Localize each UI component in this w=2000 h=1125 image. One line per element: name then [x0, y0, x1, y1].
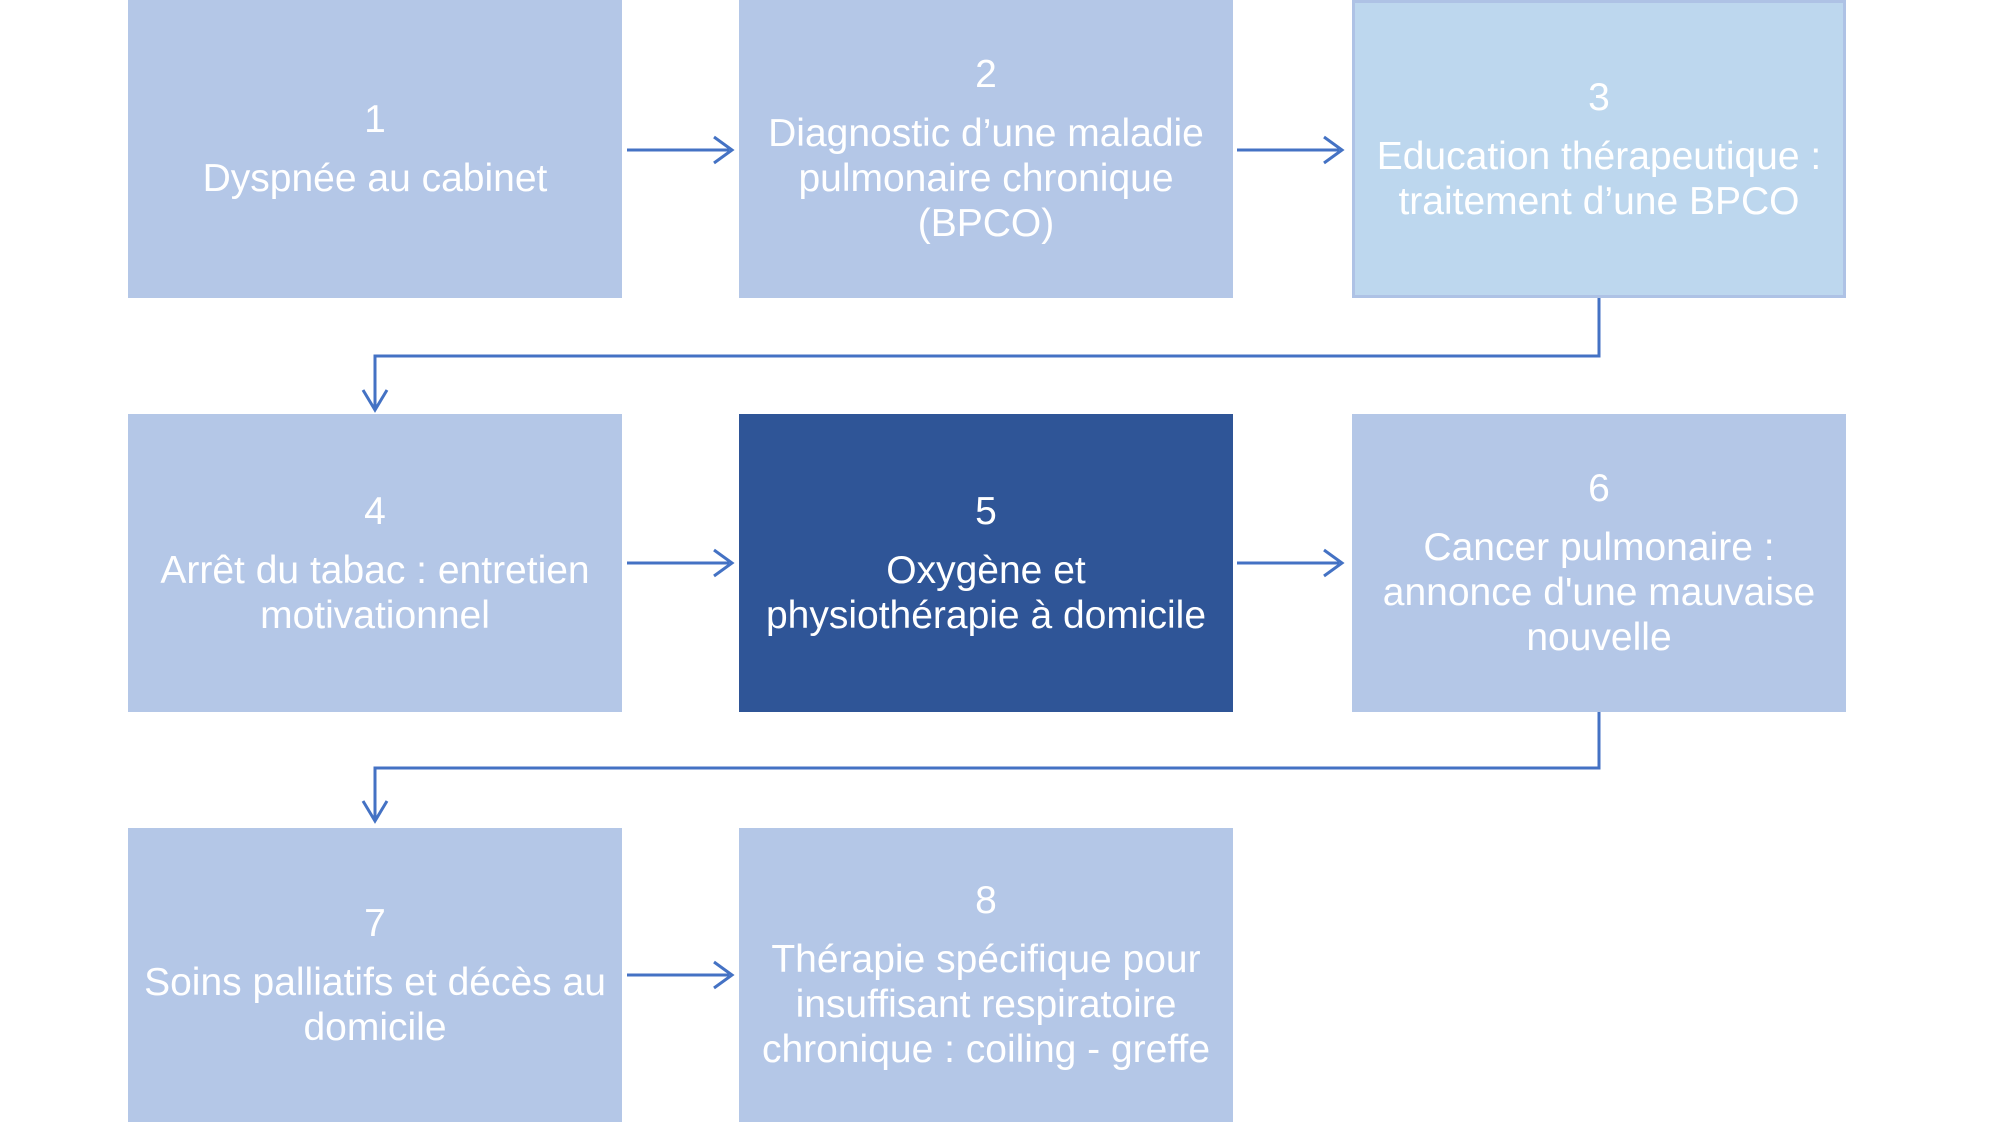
box-number: 2	[975, 53, 997, 96]
box-title: Thérapie spécifique pour insuffisant res…	[761, 938, 1211, 1071]
arrow-2-to-3	[1237, 135, 1345, 165]
flow-box-1-dyspnee: 1 Dyspnée au cabinet	[128, 0, 622, 298]
flow-box-8-therapie: 8 Thérapie spécifique pour insuffisant r…	[739, 828, 1233, 1122]
box-number: 5	[975, 489, 997, 533]
box-title: Dyspnée au cabinet	[202, 157, 548, 200]
box-title: Oxygène et physiothérapie à domicile	[765, 548, 1207, 637]
box-number: 6	[1588, 467, 1610, 510]
arrow-4-to-5	[627, 548, 735, 578]
box-number: 8	[975, 879, 997, 922]
arrow-7-to-8	[627, 960, 735, 990]
box-title: Cancer pulmonaire : annonce d'une mauvai…	[1382, 526, 1816, 659]
flow-box-2-diagnostic: 2 Diagnostic d’une maladie pulmonaire ch…	[739, 0, 1233, 298]
flow-box-3-education: 3 Education thérapeutique : traitement d…	[1352, 0, 1846, 298]
box-number: 3	[1588, 75, 1610, 119]
flow-box-6-cancer: 6 Cancer pulmonaire : annonce d'une mauv…	[1352, 414, 1846, 712]
box-number: 1	[364, 98, 386, 141]
arrow-1-to-2	[627, 135, 735, 165]
elbow-arrow-3-to-4	[361, 298, 1601, 413]
elbow-arrow-6-to-7	[361, 712, 1601, 824]
box-title: Arrêt du tabac : entretien motivationnel	[160, 548, 590, 637]
flow-box-5-oxygene: 5 Oxygène et physiothérapie à domicile	[739, 414, 1233, 712]
box-number: 7	[364, 901, 386, 945]
flow-box-7-soins-palliatifs: 7 Soins palliatifs et décès au domicile	[128, 828, 622, 1122]
box-title: Education thérapeutique : traitement d’u…	[1376, 134, 1822, 223]
box-number: 4	[364, 489, 386, 533]
arrow-5-to-6	[1237, 548, 1345, 578]
box-title: Soins palliatifs et décès au domicile	[144, 960, 606, 1049]
box-title: Diagnostic d’une maladie pulmonaire chro…	[768, 112, 1204, 245]
flow-box-4-arret-tabac: 4 Arrêt du tabac : entretien motivationn…	[128, 414, 622, 712]
